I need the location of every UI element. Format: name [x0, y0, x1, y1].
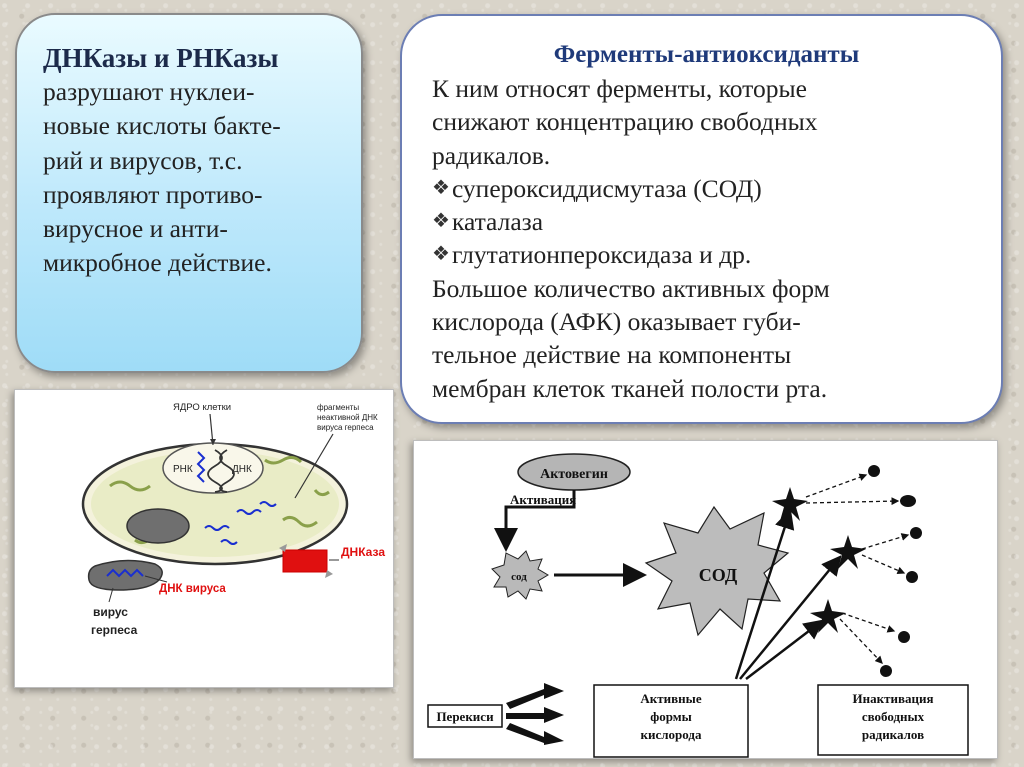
- text-line: вирусное и анти-: [43, 214, 228, 244]
- bullet-text: супероксиддисмутаза (СОД): [451, 173, 762, 203]
- diamond-bullet-icon: ❖: [432, 243, 450, 266]
- fragments-pointer: [294, 433, 334, 499]
- bullet-catalase: ❖ каталаза: [432, 205, 981, 238]
- inactivation-arrows: [805, 473, 910, 664]
- text-line: микробное действие.: [43, 248, 272, 278]
- outro-line: тельное действие на компоненты: [432, 340, 792, 370]
- rna-label: РНК: [173, 464, 193, 475]
- antioxidant-enzymes-card: Ферменты-антиоксиданты К ним относят фер…: [400, 14, 1003, 424]
- outro-line: Большое количество активных форм: [432, 273, 830, 303]
- sod-mechanism-diagram: Актовегин Активация сод СОД: [413, 440, 998, 759]
- bullet-sod: ❖ супероксиддисмутаза (СОД): [432, 172, 981, 205]
- radical-stars: [772, 487, 866, 633]
- text-line: рий и вирусов, т.с.: [43, 145, 243, 175]
- dnase-label: ДНКаза: [341, 545, 385, 559]
- virus-dna: [106, 568, 144, 578]
- activation-label: Активация: [510, 492, 576, 507]
- activation-arrow: [494, 490, 576, 552]
- intro-line: К ним относят ферменты, которые: [432, 74, 807, 103]
- inactivation-label-1: Инактивация: [852, 691, 933, 706]
- dnase-enzyme: [282, 549, 328, 573]
- diamond-bullet-icon: ❖: [432, 210, 450, 233]
- bullet-text: каталаза: [451, 207, 544, 237]
- outro-line: мембран клеток тканей полости рта.: [432, 373, 828, 403]
- outro-line: кислорода (АФК) оказывает губи-: [432, 307, 801, 337]
- ros-label-2: формы: [650, 709, 692, 724]
- dna-fragments: [204, 501, 277, 545]
- dnase-rnase-card: ДНКазы и РНКазы разрушают нуклеи- новые …: [15, 13, 363, 373]
- text-line: разрушают нуклеи-: [43, 77, 255, 106]
- ros-label-3: кислорода: [641, 727, 702, 742]
- intro-line: снижают концентрацию свободных: [432, 107, 818, 137]
- text-line: новые кислоты бакте-: [43, 111, 281, 141]
- bullet-glutathione: ❖ глутатионпероксидаза и др.: [432, 238, 981, 271]
- inactivation-box: [817, 684, 969, 756]
- diamond-bullet-icon: ❖: [432, 176, 450, 199]
- peroxides-box: [427, 704, 503, 728]
- antioxidant-title: Ферменты-антиоксиданты: [553, 41, 860, 68]
- ros-label-1: Активные: [640, 691, 701, 706]
- bullet-text: глутатионпероксидаза и др.: [451, 240, 752, 270]
- rna-strand: [196, 451, 206, 483]
- dnase-rnase-text: разрушают нуклеи- новые кислоты бакте- р…: [43, 75, 341, 281]
- virus-label-1: вирус: [93, 605, 128, 619]
- actovegin-label: Актовегин: [540, 467, 608, 482]
- cell-diagram-svg: РНК ДНК ЯДРО клетки фрагменты неактивной…: [81, 402, 385, 637]
- small-sod-node: [491, 550, 549, 600]
- inactivation-label-3: радикалов: [862, 727, 924, 742]
- cell-dnase-diagram: РНК ДНК ЯДРО клетки фрагменты неактивной…: [14, 389, 394, 688]
- nucleus-label: ЯДРО клетки: [173, 402, 231, 413]
- text-line: проявляют противо-: [43, 179, 263, 209]
- sod-big-label: СОД: [699, 565, 738, 585]
- ros-arrows: [734, 508, 842, 680]
- fragments-label-2: неактивной ДНК: [317, 413, 378, 422]
- sod-diagram-svg: Актовегин Активация сод СОД: [427, 453, 969, 758]
- dnase-rnase-title: ДНКазы и РНКазы: [43, 43, 279, 73]
- small-sod-label: сод: [511, 571, 527, 583]
- herpes-virus: [87, 559, 163, 591]
- fragments-label-3: вируса герпеса: [317, 423, 374, 432]
- virus-label-2: герпеса: [91, 623, 138, 637]
- inactive-radicals: [868, 465, 922, 677]
- intro-line: радикалов.: [432, 140, 551, 170]
- ros-box: [593, 684, 749, 758]
- inactivation-label-2: свободных: [862, 709, 925, 724]
- organelle: [126, 508, 190, 544]
- peroxide-arrows: [506, 683, 564, 745]
- sod-enzyme-node: [644, 505, 790, 637]
- virus-dna-label: ДНК вируса: [159, 583, 226, 595]
- peroxides-label: Перекиси: [436, 709, 494, 724]
- dna-label: ДНК: [232, 464, 252, 475]
- dna-helix: [207, 449, 223, 493]
- fragments-label-1: фрагменты: [317, 403, 359, 412]
